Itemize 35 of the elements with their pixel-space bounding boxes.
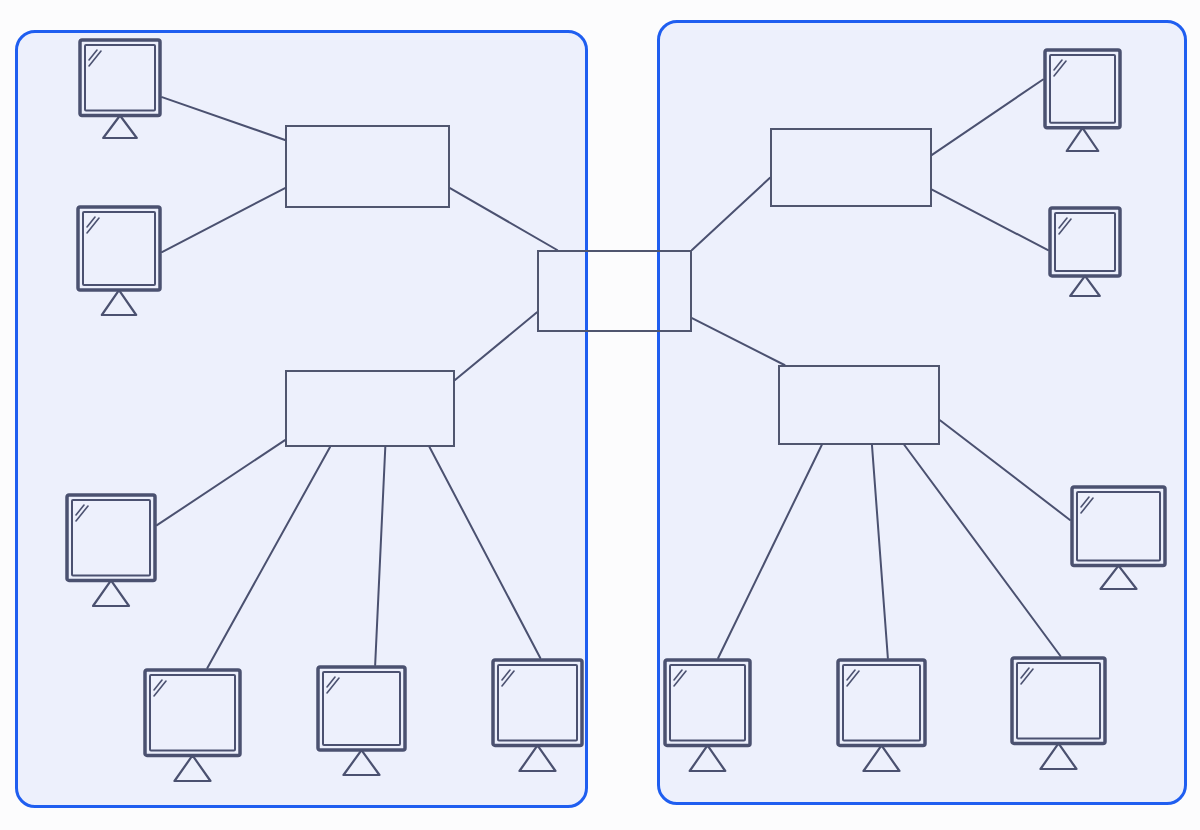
monitor-icon — [143, 668, 242, 783]
monitor-icon — [76, 205, 162, 317]
connector-line — [691, 317, 786, 366]
connector-line — [717, 444, 823, 659]
network-box — [285, 370, 455, 447]
connector-line — [870, 444, 889, 659]
connector-line — [161, 96, 286, 141]
monitor-icon — [663, 658, 752, 773]
monitor-icon — [1070, 485, 1167, 591]
monitor-icon — [78, 38, 162, 140]
connector-line — [931, 78, 1044, 156]
connector-line — [903, 444, 1062, 657]
connector-line — [939, 419, 1071, 521]
connector-line — [156, 439, 286, 527]
monitor-icon — [1048, 206, 1122, 298]
network-region — [657, 20, 1187, 805]
connector-line — [428, 446, 542, 659]
monitor-icon — [1010, 656, 1107, 771]
monitor-icon — [316, 665, 407, 777]
monitor-icon — [65, 493, 157, 608]
network-box — [285, 125, 450, 208]
network-box — [778, 365, 940, 445]
monitor-icon — [836, 658, 927, 773]
connector-line — [374, 446, 387, 666]
connector-line — [931, 188, 1049, 252]
connector-line — [161, 187, 286, 254]
connector-line — [449, 187, 559, 251]
network-box — [537, 250, 692, 332]
connector-line — [206, 446, 332, 669]
network-region — [15, 30, 588, 808]
connector-line — [691, 176, 771, 251]
connector-line — [454, 311, 538, 381]
network-box — [770, 128, 932, 207]
monitor-icon — [491, 658, 584, 773]
monitor-icon — [1043, 48, 1122, 153]
